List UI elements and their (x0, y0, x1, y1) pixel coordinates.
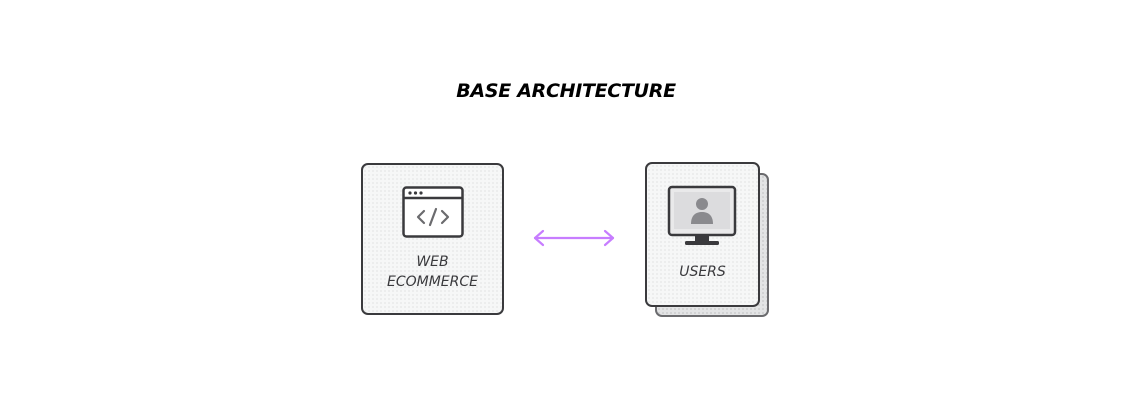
bidirectional-arrow (533, 229, 615, 247)
web-ecommerce-label: WEB ECOMMERCE (361, 252, 504, 292)
users-label: USERS (679, 264, 726, 280)
browser-code-icon (402, 186, 464, 238)
monitor-user-icon (667, 185, 737, 245)
diagram-title: BASE ARCHITECTURE (456, 80, 676, 102)
web-ecommerce-label-line2: ECOMMERCE (387, 274, 478, 290)
web-ecommerce-label-line1: WEB (416, 254, 449, 270)
